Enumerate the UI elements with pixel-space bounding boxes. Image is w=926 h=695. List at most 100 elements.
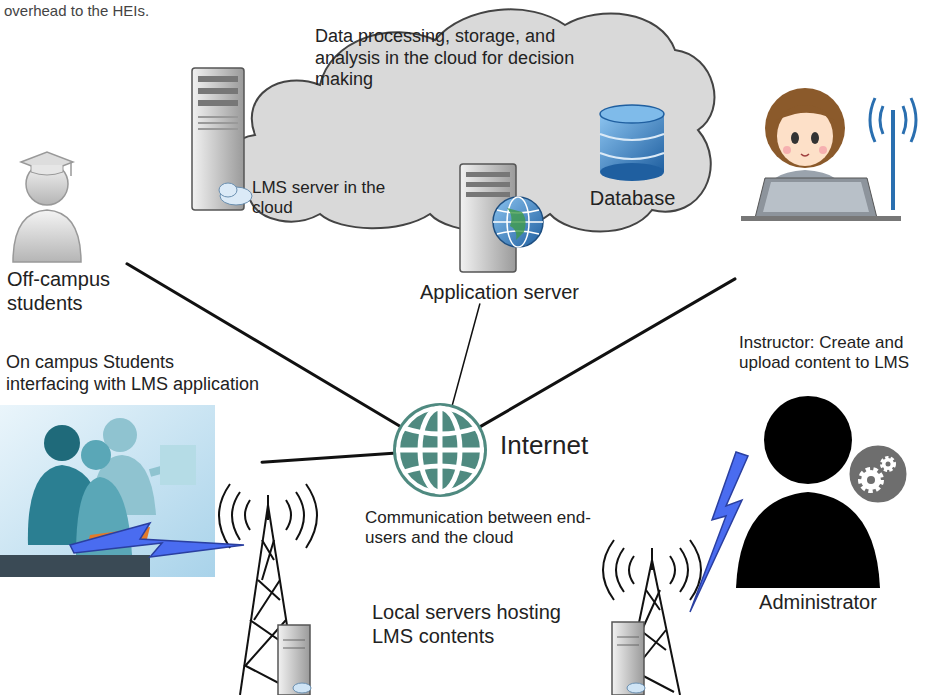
network-link: [452, 304, 479, 405]
icon-path: [870, 98, 916, 142]
app-icon: [452, 160, 544, 275]
icon-rect: [198, 100, 238, 106]
node-label: Administrator: [728, 590, 908, 614]
icon-circle: [398, 408, 482, 492]
icon-ellipse: [791, 132, 799, 144]
icon-line: [70, 162, 72, 176]
user-node: Instructor: Create and upload content to…: [735, 75, 923, 374]
database-node: Database: [580, 100, 685, 210]
icon-path: [603, 540, 701, 600]
icon-rect: [198, 76, 238, 82]
lms-icon: [188, 64, 248, 214]
icon-line: [651, 548, 653, 570]
icon-path: [31, 165, 63, 175]
icon-rect: [192, 68, 244, 210]
wireless-bolt: [70, 523, 244, 557]
campus-icon: [0, 395, 262, 590]
node-label: Database: [580, 186, 685, 210]
icon-rect: [278, 625, 310, 695]
network-link: [262, 453, 393, 462]
radio-tower: [603, 540, 701, 695]
icon-ellipse: [219, 183, 237, 197]
grad-icon: [7, 140, 87, 265]
icon-rect: [612, 622, 644, 695]
node-label: Application server: [402, 280, 597, 304]
icon-rect: [466, 192, 510, 197]
icon-circle: [882, 458, 894, 470]
icon-path: [801, 154, 809, 156]
icon-circle: [393, 403, 487, 497]
icon-line: [283, 648, 305, 649]
icon-circle: [493, 197, 543, 247]
local-server: [612, 622, 645, 695]
icon-polygon: [755, 178, 877, 218]
icon-line: [396, 448, 484, 453]
caption-node: Local servers hosting LMS contents: [372, 600, 600, 648]
icon-path: [219, 484, 317, 548]
icon-circle: [44, 425, 80, 461]
icon-line: [240, 505, 268, 695]
db-icon: [580, 102, 685, 182]
admin-icon: [728, 388, 908, 588]
icon-path: [404, 428, 476, 472]
icon-rect: [0, 555, 150, 577]
icon-path: [775, 105, 835, 120]
globe-icon: [390, 400, 490, 500]
icon-rect: [160, 445, 196, 485]
icon-ellipse: [293, 683, 311, 693]
icon-path: [600, 134, 664, 159]
note-label: overhead to the HEIs.: [4, 2, 204, 20]
icon-rect: [198, 128, 238, 130]
icon-circle: [765, 88, 845, 168]
node-label: Instructor: Create and upload content to…: [739, 333, 923, 374]
user-node: Administrator: [728, 388, 908, 614]
node-label: LMS server in the cloud: [252, 178, 402, 219]
server-node: Application server: [402, 160, 597, 304]
icon-circle: [867, 476, 875, 484]
icon-path: [507, 208, 526, 240]
cloud-region: Data processing, storage, and analysis i…: [180, 0, 725, 330]
icon-line: [891, 110, 895, 210]
node-label: On campus Students interfacing with LMS …: [6, 352, 262, 395]
icon-circle: [26, 163, 68, 205]
icon-line: [617, 637, 639, 638]
icon-circle: [848, 444, 908, 504]
icon-ellipse: [600, 105, 664, 123]
icon-rect: [466, 172, 510, 177]
icon-line: [283, 640, 305, 641]
node-label: Internet: [500, 430, 600, 461]
user-node: Off-campus students: [5, 140, 127, 315]
wireless-bolt: [690, 452, 748, 612]
user-node: On campus Students interfacing with LMS …: [0, 352, 262, 590]
icon-circle: [861, 470, 881, 490]
icon-ellipse: [811, 132, 819, 144]
icon-circle: [81, 440, 111, 470]
icon-line: [267, 495, 269, 520]
icon-circle: [886, 462, 891, 467]
icon-polygon: [763, 182, 869, 212]
node-label: Local servers hosting LMS contents: [372, 600, 600, 648]
note-label: Communication between end-users and the …: [365, 508, 597, 549]
icon-rect: [466, 182, 510, 187]
radio-tower: [219, 484, 317, 695]
icon-circle: [764, 396, 852, 484]
icon-path: [13, 210, 81, 262]
icon-line: [617, 645, 639, 646]
icon-circle: [819, 146, 827, 154]
icon-ellipse: [627, 683, 645, 693]
network-link: [127, 264, 400, 426]
internet-node: Internet: [390, 400, 490, 500]
icon-rect: [198, 122, 238, 124]
icon-rect: [741, 216, 901, 221]
node-label: Data processing, storage, and analysis i…: [315, 26, 595, 91]
icon-path: [736, 492, 880, 588]
teacher-icon: [735, 80, 923, 225]
node-label: Off-campus students: [7, 267, 127, 315]
icon-circle: [783, 146, 791, 154]
icon-rect: [198, 116, 238, 118]
icon-line: [652, 560, 680, 695]
local-server: [278, 625, 311, 695]
icon-ellipse: [600, 163, 664, 181]
server-node: LMS server in the cloud: [188, 60, 402, 219]
